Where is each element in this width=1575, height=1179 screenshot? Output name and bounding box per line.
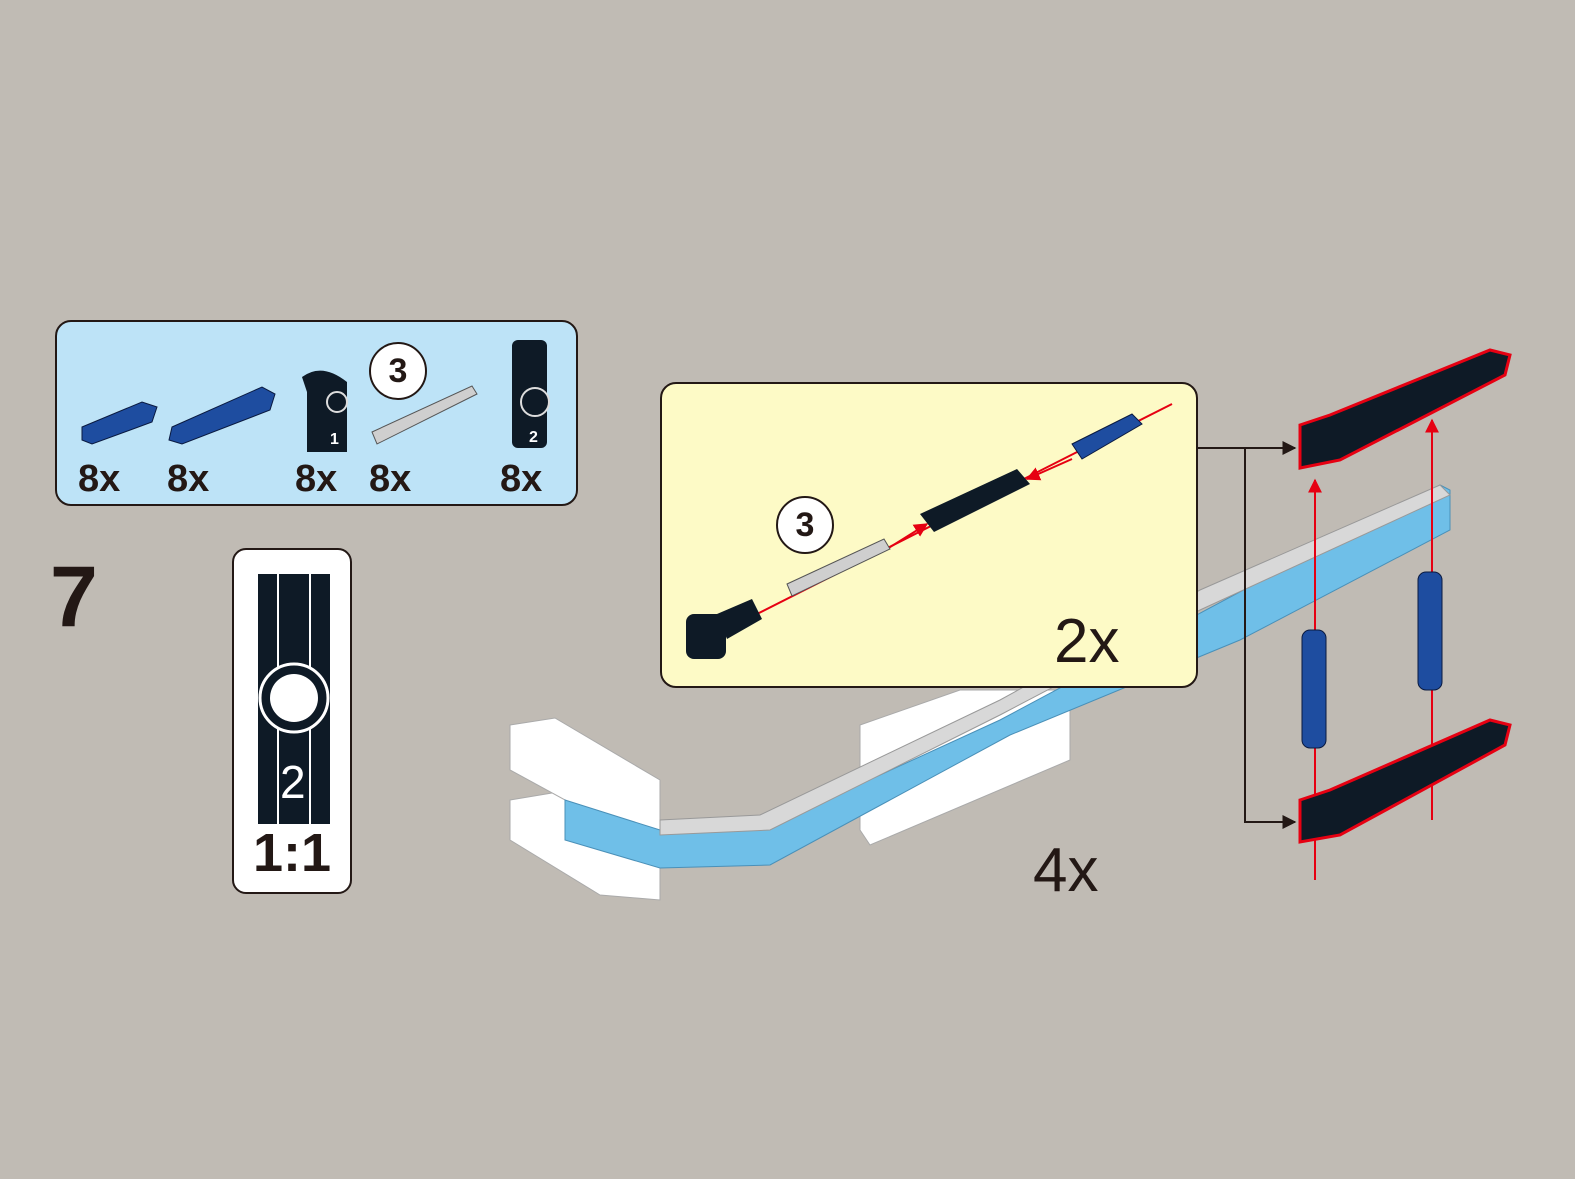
connector-assembly-bottom xyxy=(1298,718,1512,844)
grey-beam-top xyxy=(659,484,1451,836)
part-quantity: 8x xyxy=(78,458,121,500)
parts-icons: 1 2 xyxy=(81,340,550,452)
part-quantity: 8x xyxy=(167,458,210,500)
blue-long-pin xyxy=(1301,629,1327,749)
svg-text:1: 1 xyxy=(330,431,339,448)
black-connector-2 xyxy=(920,469,1030,532)
scale-part-drawing xyxy=(258,574,330,824)
step-number: 7 xyxy=(50,549,98,645)
connector-assembly-top xyxy=(1298,348,1512,470)
right-exploded-assembly xyxy=(1197,348,1512,880)
scale-part-number: 2 xyxy=(280,756,306,808)
black-angle-connector-2-icon: 2 xyxy=(512,340,550,448)
axle-length-badge: 3 xyxy=(369,342,427,400)
scale-reference-box: 2 xyxy=(232,548,352,894)
blue-long-pin-icon xyxy=(168,386,276,445)
blue-long-pin xyxy=(1417,571,1443,691)
axle-length-badge: 3 xyxy=(776,496,834,554)
grey-axle xyxy=(786,538,891,597)
subassembly-drawing xyxy=(686,403,1173,659)
main-multiplier: 4x xyxy=(1033,836,1099,905)
part-quantity: 8x xyxy=(369,458,412,500)
black-angle-connector-1-icon: 1 xyxy=(302,370,348,452)
blue-pin xyxy=(1071,413,1143,460)
part-quantity: 8x xyxy=(500,458,543,500)
blue-pin-with-axle-icon xyxy=(81,401,158,445)
svg-text:2: 2 xyxy=(529,429,538,446)
subassembly-multiplier: 2x xyxy=(1054,607,1120,676)
part-quantity: 8x xyxy=(295,458,338,500)
black-connector-1 xyxy=(686,599,762,659)
subassembly-callout: 3 2x xyxy=(660,382,1198,688)
scale-label: 1:1 xyxy=(252,823,332,883)
parts-list-box: 1 2 3 xyxy=(55,320,578,506)
grey-axle-icon xyxy=(371,385,478,445)
main-assembly xyxy=(509,484,1451,901)
